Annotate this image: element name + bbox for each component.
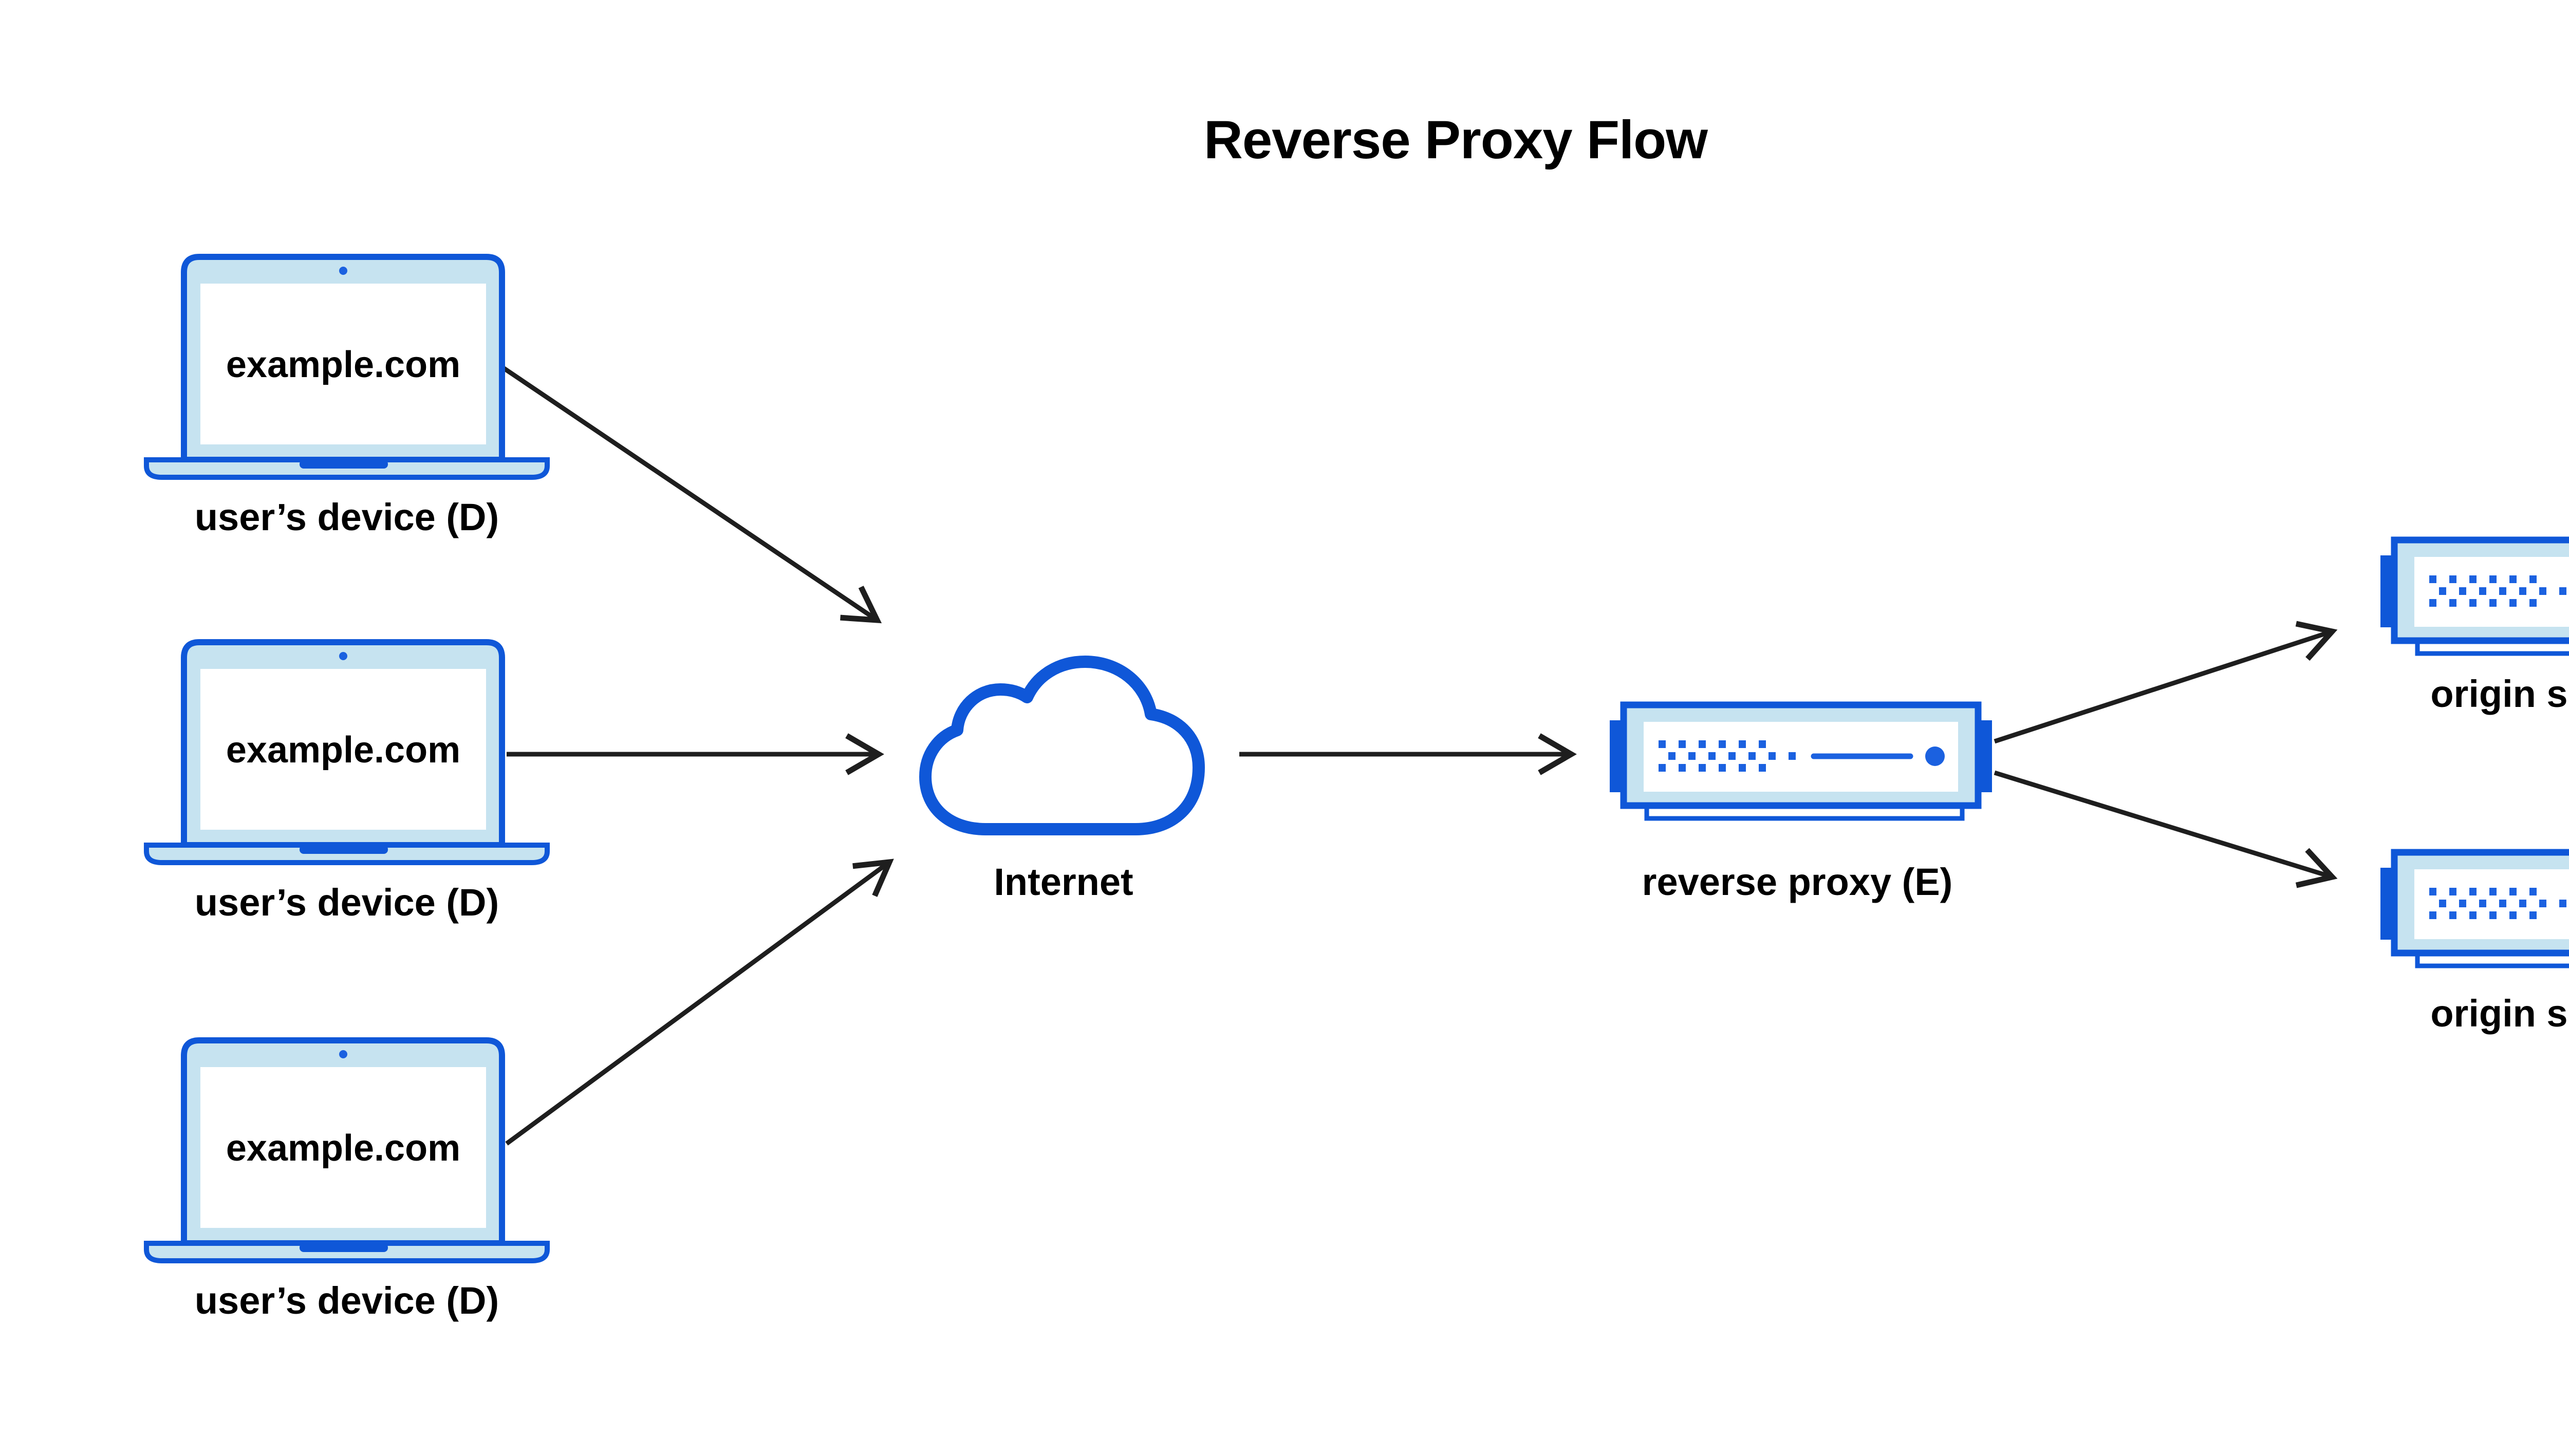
device-label: user’s device (D) bbox=[195, 496, 499, 538]
server-icon bbox=[1610, 705, 1992, 818]
internet-node: Internet bbox=[919, 656, 1205, 903]
origin-server-node-2: origin server (F) bbox=[2380, 852, 2569, 1035]
arrow-device3-to-internet bbox=[505, 858, 894, 1146]
device-node-2: example.com user’s device (D) bbox=[146, 642, 547, 924]
cloud-icon bbox=[919, 656, 1205, 835]
arrow-device1-to-internet bbox=[499, 364, 882, 624]
internet-label: Internet bbox=[994, 861, 1133, 903]
origin-server-label: origin server (F) bbox=[2430, 673, 2569, 715]
arrow-proxy-to-origin1 bbox=[1994, 621, 2338, 744]
page-title: Reverse Proxy Flow bbox=[1204, 110, 1708, 170]
device-label: user’s device (D) bbox=[195, 881, 499, 924]
device-screen-url: example.com bbox=[226, 344, 460, 385]
device-node-3: example.com user’s device (D) bbox=[146, 1040, 547, 1322]
reverse-proxy-node: reverse proxy (E) bbox=[1610, 705, 1992, 903]
server-icon bbox=[2380, 852, 2569, 966]
reverse-proxy-label: reverse proxy (E) bbox=[1642, 861, 1953, 903]
origin-server-label: origin server (F) bbox=[2430, 992, 2569, 1035]
server-icon bbox=[2380, 540, 2569, 654]
arrow-proxy-to-origin2 bbox=[1994, 770, 2338, 888]
origin-server-node-1: origin server (F) bbox=[2380, 540, 2569, 715]
device-label: user’s device (D) bbox=[195, 1279, 499, 1322]
device-node-1: example.com user’s device (D) bbox=[146, 257, 547, 538]
device-screen-url: example.com bbox=[226, 730, 460, 771]
flow-arrows bbox=[499, 364, 2338, 1146]
device-screen-url: example.com bbox=[226, 1128, 460, 1169]
